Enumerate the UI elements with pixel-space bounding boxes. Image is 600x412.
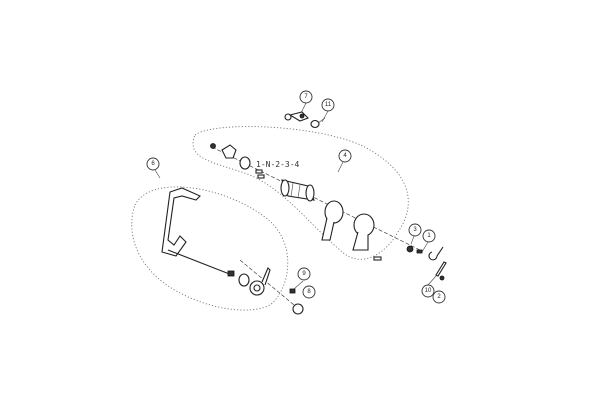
shift-fork-part [352, 213, 375, 251]
pin-part [435, 261, 447, 277]
nut-part [406, 245, 414, 253]
pin-part [373, 256, 382, 261]
callout-2: 2 [432, 290, 446, 304]
callout-4: 4 [338, 149, 352, 163]
assembly-axis-shaft [239, 259, 301, 311]
spring-part [428, 246, 444, 261]
gear-sequence-label: 1-N-2-3-4 [256, 160, 300, 169]
bolt-part [210, 143, 216, 149]
pin-part [257, 174, 265, 179]
callout-3: 3 [408, 223, 422, 237]
svg-text:7: 7 [304, 94, 308, 100]
svg-text:3: 3 [413, 227, 417, 233]
collar-part [238, 273, 250, 287]
shift-drum-part [280, 179, 315, 202]
callout-8: 8 [302, 285, 316, 299]
svg-text:1: 1 [427, 233, 431, 239]
oil-seal-part [292, 303, 304, 315]
segment-plate-part [221, 144, 237, 159]
shift-fork-part [321, 200, 344, 241]
svg-text:6: 6 [151, 161, 155, 167]
callout-7: 7 [299, 90, 313, 104]
bolt-part [439, 275, 445, 281]
bolt-part [289, 288, 296, 294]
callout-6: 6 [146, 157, 160, 171]
stopper-arm-part [284, 111, 309, 122]
bolt-part [416, 249, 423, 254]
return-spring-part [310, 117, 326, 129]
svg-text:9: 9 [302, 271, 306, 277]
shift-pedal-shaft-part [161, 187, 235, 277]
shift-arm-spring-part [249, 267, 271, 296]
svg-text:8: 8 [307, 289, 311, 295]
callout-9: 9 [297, 267, 311, 281]
drum-plate-part [239, 156, 251, 170]
svg-text:2: 2 [437, 294, 441, 300]
group-outline-6 [131, 186, 289, 311]
svg-text:10: 10 [425, 288, 432, 294]
pin-part [255, 169, 263, 174]
svg-text:11: 11 [325, 102, 332, 108]
svg-text:4: 4 [343, 153, 347, 159]
callout-11: 11 [321, 98, 335, 112]
callout-1: 1 [422, 229, 436, 243]
callout-10: 10 [421, 284, 435, 298]
